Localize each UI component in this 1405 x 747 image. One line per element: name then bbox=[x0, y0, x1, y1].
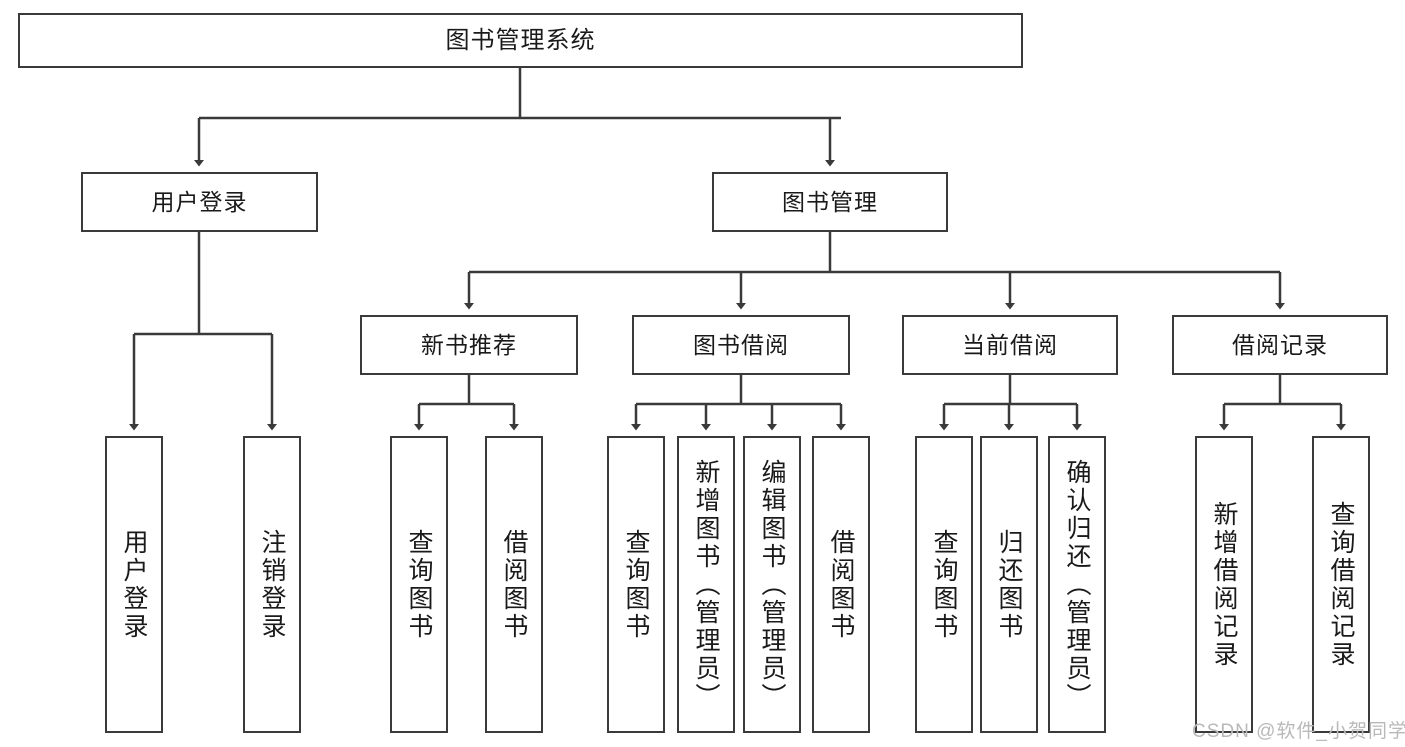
leaf-borrow-book[interactable]: 借阅图书 bbox=[812, 436, 870, 733]
node-book-management[interactable]: 图书管理 bbox=[712, 172, 948, 232]
leaf-borrow-book-recommend[interactable]: 借阅图书 bbox=[485, 436, 543, 733]
node-label: 查询图书 bbox=[622, 528, 650, 641]
node-label: 确认归还（管理员） bbox=[1063, 458, 1091, 711]
leaf-user-login[interactable]: 用户登录 bbox=[105, 436, 163, 733]
node-user-login[interactable]: 用户登录 bbox=[81, 172, 318, 232]
csdn-watermark: CSDN @软件_小贺同学 bbox=[1192, 721, 1405, 742]
leaf-return-book[interactable]: 归还图书 bbox=[980, 436, 1038, 733]
leaf-query-borrow-record[interactable]: 查询借阅记录 bbox=[1312, 436, 1370, 733]
node-borrow-record[interactable]: 借阅记录 bbox=[1172, 315, 1388, 375]
node-label: 查询图书 bbox=[930, 528, 958, 641]
node-label: 新增借阅记录 bbox=[1210, 500, 1238, 669]
leaf-query-book-borrow[interactable]: 查询图书 bbox=[607, 436, 665, 733]
node-label: 图书管理系统 bbox=[445, 26, 596, 54]
node-label: 图书借阅 bbox=[693, 331, 789, 358]
leaf-query-book-recommend[interactable]: 查询图书 bbox=[390, 436, 448, 733]
node-label: 注销登录 bbox=[258, 528, 286, 641]
leaf-edit-book-admin[interactable]: 编辑图书（管理员） bbox=[743, 436, 801, 733]
node-label: 借阅图书 bbox=[500, 528, 528, 641]
leaf-confirm-return-admin[interactable]: 确认归还（管理员） bbox=[1048, 436, 1106, 733]
node-label: 图书管理 bbox=[782, 188, 878, 215]
node-current-borrow[interactable]: 当前借阅 bbox=[902, 315, 1118, 375]
node-label: 用户登录 bbox=[151, 188, 248, 215]
leaf-query-book-current[interactable]: 查询图书 bbox=[915, 436, 973, 733]
node-label: 归还图书 bbox=[995, 528, 1023, 641]
node-label: 编辑图书（管理员） bbox=[758, 458, 786, 711]
node-label: 新书推荐 bbox=[421, 331, 517, 358]
node-root-system[interactable]: 图书管理系统 bbox=[18, 13, 1023, 68]
node-label: 借阅记录 bbox=[1232, 331, 1328, 358]
node-label: 新增图书（管理员） bbox=[692, 458, 720, 711]
node-label: 查询图书 bbox=[405, 528, 433, 641]
node-label: 用户登录 bbox=[120, 528, 148, 641]
node-new-book-recommend[interactable]: 新书推荐 bbox=[360, 315, 578, 375]
node-book-borrow[interactable]: 图书借阅 bbox=[632, 315, 850, 375]
leaf-add-book-admin[interactable]: 新增图书（管理员） bbox=[677, 436, 735, 733]
leaf-add-borrow-record[interactable]: 新增借阅记录 bbox=[1195, 436, 1253, 733]
node-label: 当前借阅 bbox=[962, 331, 1058, 358]
leaf-logout[interactable]: 注销登录 bbox=[243, 436, 301, 733]
node-label: 借阅图书 bbox=[827, 528, 855, 641]
node-label: 查询借阅记录 bbox=[1327, 500, 1355, 669]
